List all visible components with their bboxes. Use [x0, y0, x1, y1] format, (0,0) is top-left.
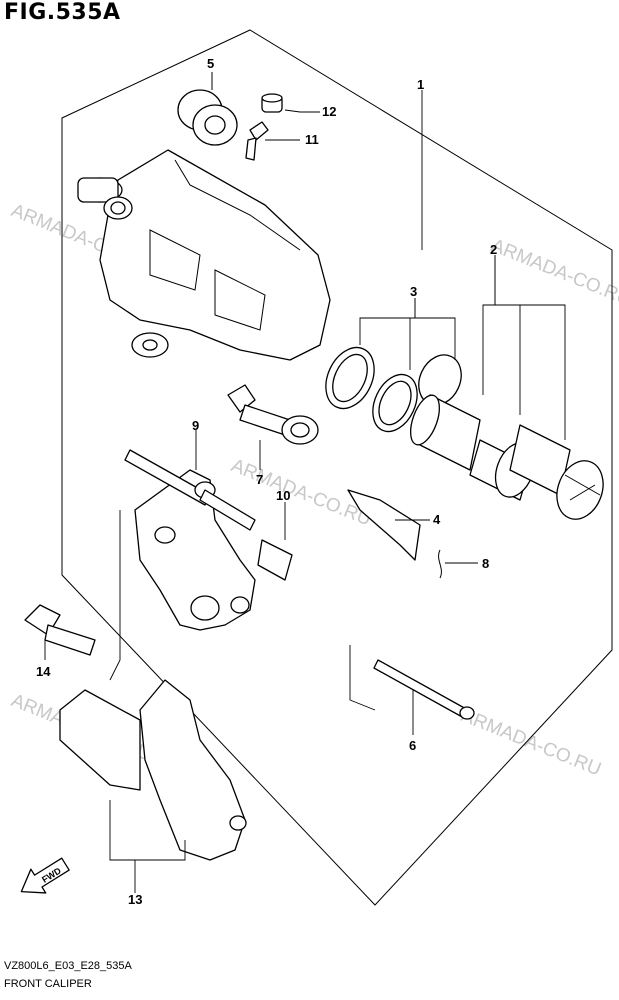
callout-12: 12: [322, 104, 336, 119]
part-11-bleeder: [245, 121, 269, 161]
callout-9: 9: [192, 418, 199, 433]
part-10-clip: [257, 539, 293, 581]
fwd-arrow: FWD: [20, 857, 70, 894]
part-8-clip: [438, 549, 442, 579]
caliper-body: [77, 149, 331, 361]
watermark-2: ARMADA-CO.RU: [488, 235, 619, 310]
callout-4: 4: [433, 512, 441, 527]
part-4-spring: [347, 489, 421, 561]
part-6-pad-pin: [373, 659, 475, 720]
part-13-brake-pads: [59, 679, 247, 861]
callout-8: 8: [482, 556, 489, 571]
callout-3: 3: [410, 284, 417, 299]
callout-1: 1: [417, 77, 424, 92]
part-5-boot: [177, 89, 238, 146]
figure-code: VZ800L6_E03_E28_535A: [4, 960, 132, 972]
figure-name: FRONT CALIPER: [4, 978, 92, 990]
callout-6: 6: [409, 738, 416, 753]
callout-5: 5: [207, 56, 214, 71]
callout-2: 2: [490, 242, 497, 257]
callout-10: 10: [276, 488, 290, 503]
callout-13: 13: [128, 892, 142, 907]
part-3-seals: [325, 346, 462, 433]
watermark-5: ARMADA-CO.RU: [458, 705, 604, 780]
callout-14: 14: [36, 664, 51, 679]
part-9-bracket: [124, 449, 256, 631]
callout-7: 7: [256, 472, 263, 487]
assembly-boundary: [61, 29, 613, 906]
callout-11: 11: [305, 132, 319, 147]
part-12-cap: [261, 93, 283, 113]
leader-lines: [44, 72, 566, 893]
part-14-bolt: [24, 604, 96, 656]
callout-labels: 5 12 11 1 2 3 9 7 10 4 8 6 14 13: [36, 56, 497, 907]
figure-title: FIG.535A: [4, 0, 121, 25]
part-7-pin-bolt: [227, 384, 319, 445]
part-2-pistons: [409, 394, 604, 520]
